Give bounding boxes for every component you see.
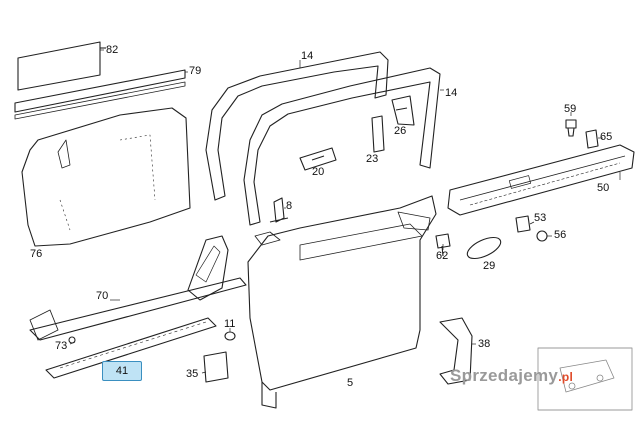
- part-label[interactable]: 38: [478, 338, 491, 350]
- part-label[interactable]: 35: [186, 368, 199, 380]
- part-70-trim: [29, 277, 247, 341]
- part-35-block: [203, 351, 229, 383]
- part-label[interactable]: 82: [106, 44, 119, 56]
- part-label[interactable]: 59: [564, 103, 577, 115]
- part-70-pillar: [187, 235, 229, 301]
- part-label[interactable]: 8: [286, 200, 293, 212]
- part-65-clip: [585, 129, 599, 149]
- highlighted-part-label[interactable]: 41: [102, 361, 142, 381]
- part-23-strip: [371, 115, 385, 153]
- part-82-panel: [17, 41, 101, 91]
- part-53-clip: [515, 215, 531, 233]
- part-29-cap: [466, 236, 502, 260]
- part-76-panel: [21, 107, 191, 247]
- part-label[interactable]: 11: [224, 318, 236, 330]
- part-label[interactable]: 53: [534, 212, 547, 224]
- part-label[interactable]: 50: [597, 182, 610, 194]
- watermark: Sprzedajemy.pl: [450, 366, 573, 386]
- part-41-sill: [45, 317, 217, 379]
- part-label[interactable]: 29: [483, 260, 496, 272]
- watermark-suffix: .pl: [558, 370, 574, 384]
- highlighted-part-number: 41: [115, 365, 129, 377]
- part-14-seal-inner: [243, 67, 441, 226]
- part-38-handle: [439, 317, 473, 385]
- part-label[interactable]: 20: [312, 166, 325, 178]
- part-label[interactable]: 26: [394, 125, 407, 137]
- part-56-nut: [536, 230, 548, 242]
- part-26-bracket: [391, 95, 415, 126]
- part-20-handle: [299, 147, 337, 171]
- logo-frame: [537, 347, 633, 411]
- part-62-screw: [435, 233, 451, 257]
- part-8-clip: [269, 197, 289, 223]
- part-11-plug: [224, 331, 236, 341]
- part-label[interactable]: 14: [445, 87, 458, 99]
- part-14-seal-outer: [205, 51, 389, 201]
- part-label[interactable]: 65: [600, 131, 613, 143]
- part-label[interactable]: 14: [301, 50, 314, 62]
- part-label[interactable]: 5: [347, 377, 354, 389]
- watermark-text: Sprzedajemy: [450, 366, 559, 385]
- part-5-door-panel: [247, 195, 437, 391]
- part-label[interactable]: 62: [436, 250, 449, 262]
- part-label[interactable]: 79: [189, 65, 202, 77]
- part-59-bolt: [565, 119, 577, 137]
- part-label[interactable]: 73: [55, 340, 68, 352]
- part-label[interactable]: 23: [366, 153, 379, 165]
- part-79-strip: [14, 69, 186, 113]
- part-label[interactable]: 76: [30, 248, 43, 260]
- part-label[interactable]: 70: [96, 290, 109, 302]
- part-50-sill: [447, 144, 635, 216]
- part-label[interactable]: 56: [554, 229, 567, 241]
